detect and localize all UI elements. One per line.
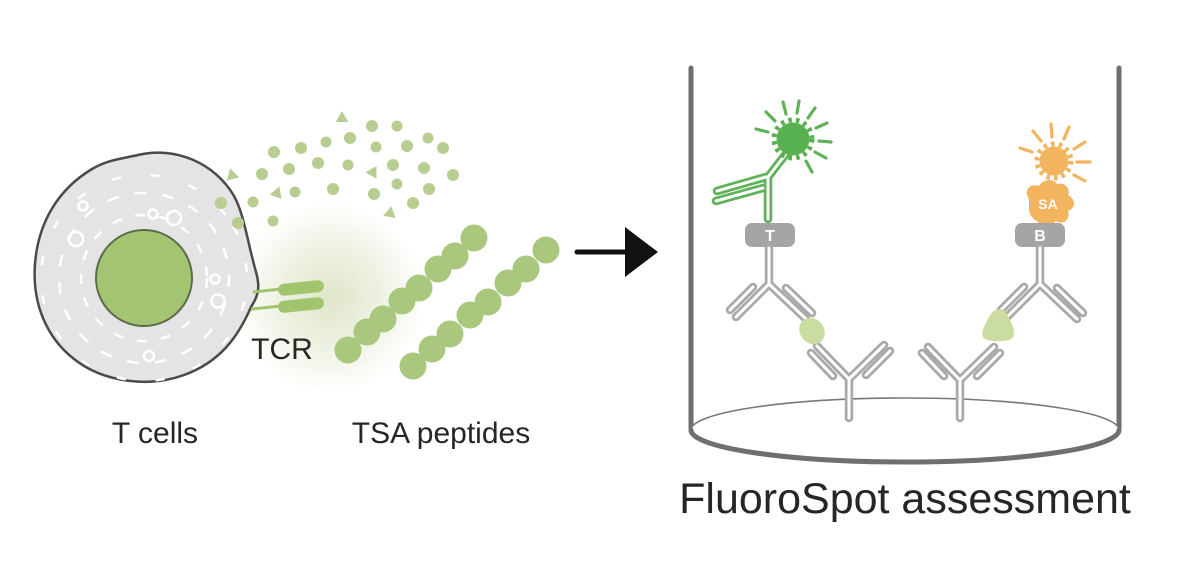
t-cell-nucleus	[95, 229, 193, 327]
t-cells-label: T cells	[112, 417, 198, 450]
well-floor-rim	[688, 427, 1122, 465]
t-cell	[33, 151, 260, 383]
floor-antibody-left	[806, 340, 895, 423]
green-fluorophore-icon	[754, 99, 833, 174]
capture-antibody-b	[996, 243, 1088, 324]
tsa-peptides-label: TSA peptides	[352, 417, 530, 450]
t-spot-assembly: T	[711, 99, 895, 423]
orange-fluorophore-icon	[1018, 122, 1092, 183]
flow-arrow-icon	[574, 227, 658, 277]
capture-tag-t	[745, 223, 795, 247]
capture-antibody-t	[725, 243, 817, 324]
floor-antibody-right	[917, 342, 1005, 423]
capture-tag-b-label: B	[1034, 228, 1046, 245]
tcr-label: TCR	[251, 333, 313, 366]
green-detection-antibody	[711, 145, 794, 224]
streptavidin-label: SA	[1038, 196, 1057, 212]
b-spot-assembly: SA B	[917, 122, 1092, 423]
assay-well	[688, 65, 1122, 465]
peptide-chain-1	[334, 224, 488, 364]
peptide-chain-2	[399, 236, 560, 380]
peptide-glow	[235, 203, 425, 393]
cytokine-blob-triangle	[982, 309, 1015, 342]
capture-tag-t-label: T	[765, 228, 775, 245]
tsa-peptides-cloud	[215, 111, 459, 229]
fluorospot-caption: FluoroSpot assessment	[679, 475, 1131, 523]
cytokine-blob	[799, 317, 825, 345]
streptavidin-blob	[1026, 180, 1074, 225]
tcr-receptor	[250, 280, 324, 313]
capture-tag-b	[1015, 223, 1065, 247]
